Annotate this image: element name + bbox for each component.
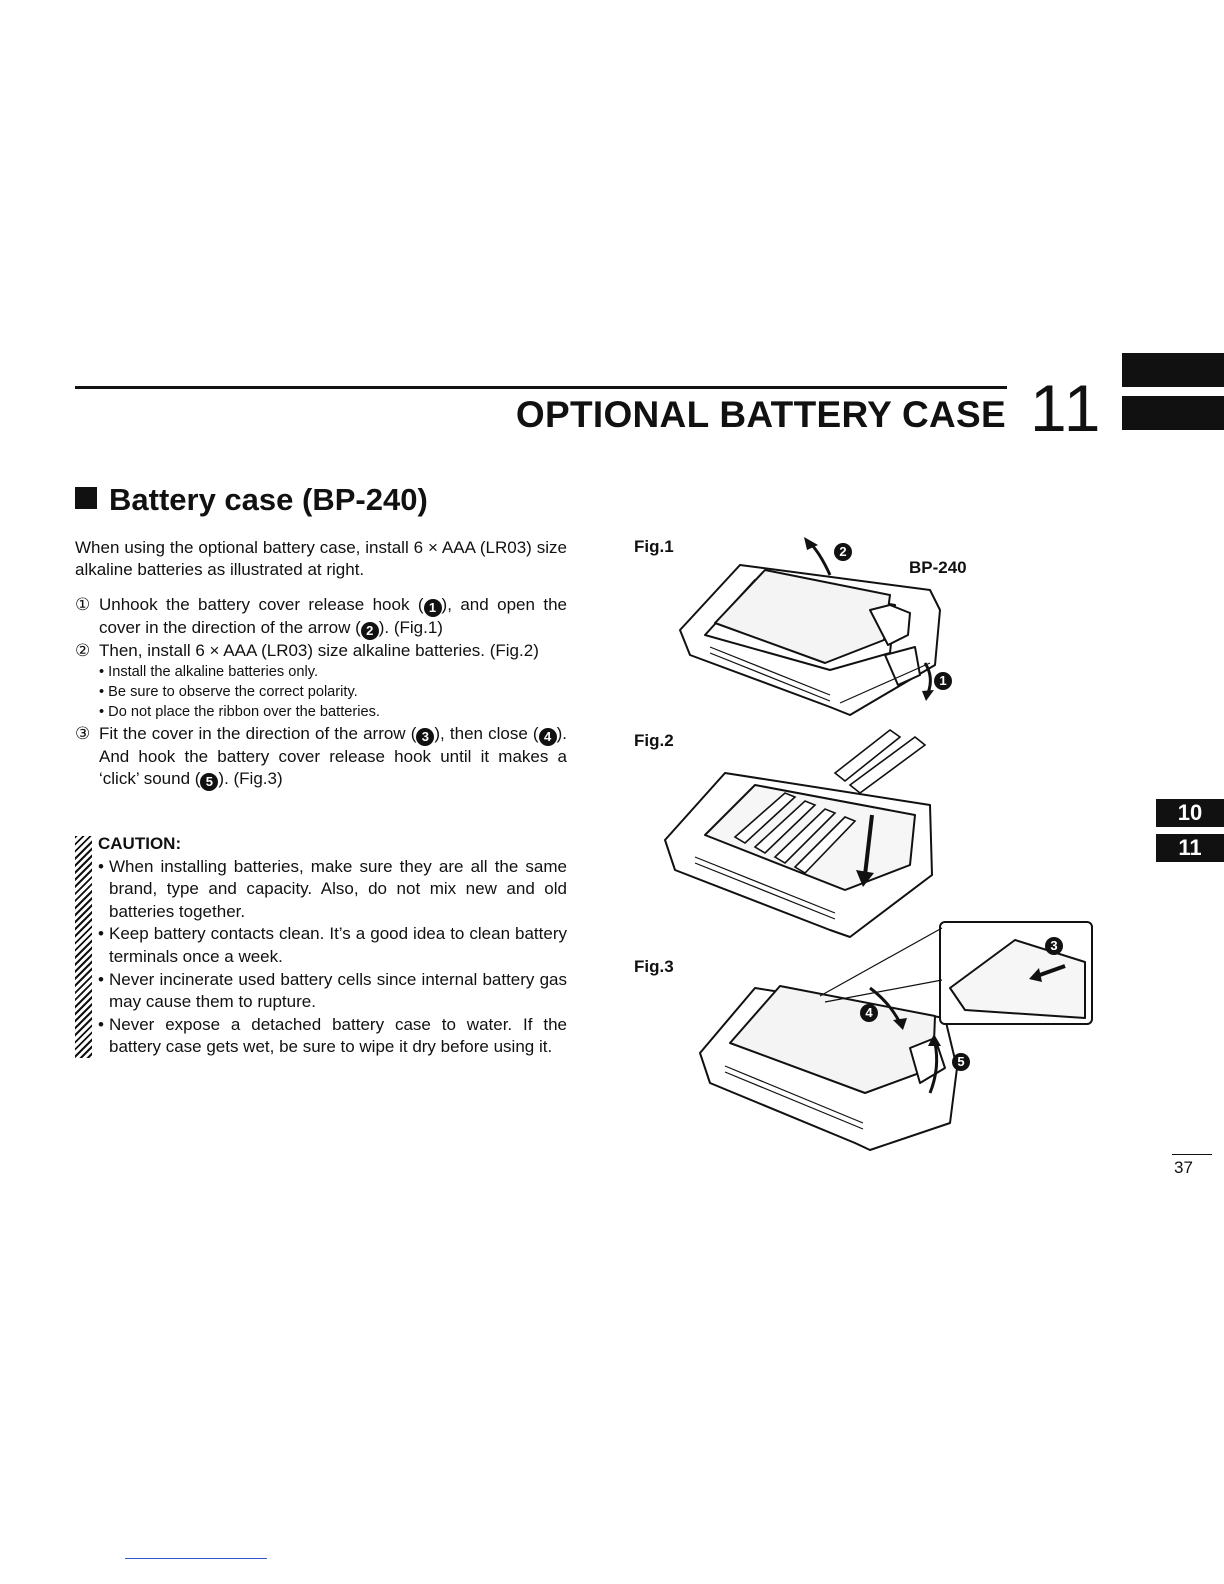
- caution-item: •Never incinerate used battery cells sin…: [98, 969, 567, 1012]
- fig1-battery-case-illustration: [679, 537, 941, 716]
- step-text: Then, install 6 × AAA (LR03) size alkali…: [99, 640, 539, 660]
- chapter-number: 11: [1030, 371, 1103, 445]
- subheading-text: Battery case (BP-240): [109, 482, 428, 517]
- step-2-bullet: • Do not place the ribbon over the batte…: [99, 704, 380, 721]
- step-text: Fit the cover in the direction of the ar…: [99, 723, 567, 792]
- step-2-bullet: • Be sure to observe the correct polarit…: [99, 684, 358, 701]
- step-3: ③ Fit the cover in the direction of the …: [75, 723, 567, 792]
- intro-paragraph: When using the optional battery case, in…: [75, 538, 567, 580]
- step-marker: ③: [75, 723, 91, 743]
- caution-item: •Never expose a detached battery case to…: [98, 1014, 567, 1057]
- step-2-bullet: • Install the alkaline batteries only.: [99, 663, 318, 680]
- page-number: 37: [1174, 1158, 1193, 1177]
- caution-title: CAUTION:: [98, 834, 182, 853]
- side-tab-11[interactable]: 11: [1156, 834, 1224, 862]
- instructions: When using the optional battery case, in…: [75, 537, 567, 792]
- fig2-battery-installation-illustration: [664, 729, 933, 938]
- callout-4-icon: 4: [538, 727, 557, 746]
- page-number-rule: [1172, 1154, 1212, 1155]
- step-text: Unhook the battery cover release hook (1…: [99, 594, 567, 640]
- step-1: ① Unhook the battery cover release hook …: [75, 594, 567, 640]
- fig1-callout-2: 2: [834, 543, 852, 561]
- caution-block: CAUTION: •When installing batteries, mak…: [98, 833, 567, 1059]
- square-bullet-icon: [75, 487, 97, 509]
- caution-item: •When installing batteries, make sure th…: [98, 856, 567, 921]
- subheading: Battery case (BP-240): [75, 482, 428, 518]
- footer-link-line[interactable]: [125, 1558, 267, 1559]
- step-marker: ①: [75, 594, 91, 614]
- header-rule: [75, 386, 1007, 389]
- callout-5-icon: 5: [200, 773, 219, 792]
- fig3-callout-3: 3: [1045, 937, 1063, 955]
- fig1-callout-1: 1: [934, 672, 952, 690]
- section-title: OPTIONAL BATTERY CASE: [515, 394, 1006, 435]
- fig3-label: Fig.3: [634, 957, 674, 976]
- fig3-callout-5: 5: [952, 1053, 970, 1071]
- fig2-label: Fig.2: [634, 731, 674, 750]
- chapter-tab-bar-upper: [1122, 353, 1224, 387]
- fig3-cover-closing-illustration: [699, 921, 1093, 1151]
- callout-2-icon: 2: [360, 621, 379, 640]
- chapter-tab-bar-lower: [1122, 396, 1224, 430]
- model-label: BP-240: [909, 558, 967, 577]
- step-marker: ②: [75, 640, 91, 660]
- callout-3-icon: 3: [416, 727, 435, 746]
- caution-hatch-bar: [75, 836, 92, 1058]
- step-2: ② Then, install 6 × AAA (LR03) size alka…: [75, 640, 567, 662]
- side-tab-10[interactable]: 10: [1156, 799, 1224, 827]
- callout-1-icon: 1: [423, 598, 442, 617]
- fig3-callout-4: 4: [860, 1004, 878, 1022]
- caution-item: •Keep battery contacts clean. It’s a goo…: [98, 924, 567, 966]
- fig1-label: Fig.1: [634, 537, 674, 556]
